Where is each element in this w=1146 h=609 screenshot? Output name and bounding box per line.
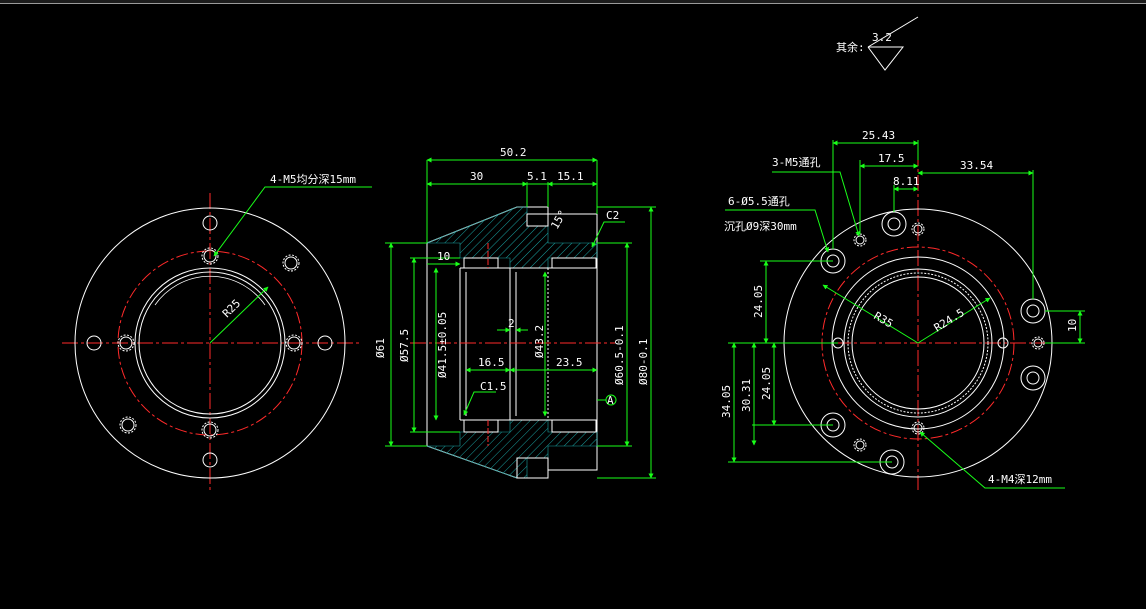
dim-30: 30 <box>470 170 483 183</box>
dia-605: Ø60.5-0.1 <box>613 325 626 385</box>
dim-v-2405b: 24.05 <box>760 367 773 400</box>
datum-circle <box>605 394 617 406</box>
left-radius-line <box>209 286 269 344</box>
left-inner-circle-1 <box>134 267 286 419</box>
note-m5-through: 3-M5通孔 <box>772 156 821 169</box>
dim-v-2405a: 24.05 <box>752 285 765 318</box>
tap-hole-lower-left <box>463 419 499 433</box>
dim-2543: 25.43 <box>862 129 895 142</box>
cbore-2 <box>881 211 907 237</box>
tap-hole-upper-right <box>551 257 597 269</box>
right-bore-inner <box>851 276 985 410</box>
left-leader-m5 <box>213 186 372 257</box>
m5-hole-3 <box>997 337 1009 349</box>
note-m4: 4-M4深12mm <box>988 473 1052 486</box>
left-view: 4-M5均分深15mm R25 <box>62 173 372 490</box>
right-bore-thread <box>847 272 989 414</box>
m4-hole-top-inner <box>913 224 923 234</box>
surface-finish-value: 3.2 <box>872 31 892 44</box>
len-235: 23.5 <box>556 356 583 369</box>
leader-hole <box>725 209 830 253</box>
leader-m5-through <box>772 171 861 237</box>
finish-triangle <box>867 46 905 71</box>
dim-v-3031: 30.31 <box>740 379 753 412</box>
dia-415: Ø41.5±0.05 <box>436 312 449 378</box>
angle-label: 15° <box>548 208 569 232</box>
radius-r245-line <box>917 297 991 344</box>
m4-hole-right-inner <box>1033 338 1043 348</box>
note-cbore: 沉孔Ø9深30mm <box>724 220 797 233</box>
leader-m4 <box>919 431 1065 489</box>
left-thread-hole-sw-inner <box>121 418 135 432</box>
len-165: 16.5 <box>478 356 505 369</box>
left-thread-hole-right-inner <box>287 336 301 350</box>
m4-hole-right <box>1031 336 1045 350</box>
m4-hole-top <box>911 222 925 236</box>
left-thread-hole-sw <box>119 416 137 434</box>
dim-3354: 33.54 <box>960 159 993 172</box>
tap-hole-lower-right <box>551 419 597 433</box>
left-thread-hole-ne <box>282 254 300 272</box>
dim-151: 15.1 <box>557 170 584 183</box>
left-thread-hole-bottom <box>201 421 219 439</box>
finish-tick-long <box>867 16 919 48</box>
m5-hole-1 <box>853 233 867 247</box>
left-note-m5: 4-M5均分深15mm <box>270 173 356 186</box>
cbore-4-inner <box>1026 371 1040 385</box>
dim-175: 17.5 <box>878 152 905 165</box>
dim-811: 8.11 <box>893 175 920 188</box>
left-inner-arc <box>154 275 266 306</box>
left-thread-hole-left <box>117 334 135 352</box>
dim-10-left: 10 <box>437 250 450 263</box>
m5-hole-2 <box>853 438 867 452</box>
datum-a: A <box>607 394 614 407</box>
m4-hole-bottom-inner <box>913 423 923 433</box>
chamfer-c15: C1.5 <box>480 380 507 393</box>
dim-10-right: 10 <box>1066 319 1079 332</box>
surface-finish-label: 其余: <box>836 40 865 54</box>
chamfer-c2: C2 <box>606 209 619 222</box>
cbore-2-inner <box>887 217 901 231</box>
leader-c15 <box>463 391 496 416</box>
section-view: 50.2 30 5.1 15.1 C2 15° Ø61 Ø57.5 Ø41.5±… <box>374 146 656 479</box>
note-hole: 6-Ø5.5通孔 <box>728 195 790 208</box>
left-thread-hole-left-inner <box>119 336 133 350</box>
cbore-3 <box>1020 298 1046 324</box>
left-inner-circle-2 <box>138 271 282 415</box>
left-hole-right <box>317 335 333 351</box>
tap-hole-upper-left <box>463 257 499 269</box>
dim-51: 5.1 <box>527 170 547 183</box>
radius-r245: R24.5 <box>932 306 967 335</box>
surface-finish-symbol: 其余: 3.2 <box>836 16 919 71</box>
dim-502: 50.2 <box>500 146 527 159</box>
right-view: 25.43 17.5 33.54 8.11 3-M5通孔 6-Ø5.5通孔 沉孔… <box>720 129 1085 490</box>
dia-432: Ø43.2 <box>533 325 546 358</box>
left-hole-bottom <box>202 452 218 468</box>
m5-hole-1-inner <box>855 235 865 245</box>
left-radius-label: R25 <box>220 297 243 320</box>
radius-r35-line <box>822 284 919 344</box>
dim-v-3405: 34.05 <box>720 385 733 418</box>
dim-2: 2 <box>508 317 515 330</box>
flange-slot-bottom <box>516 457 549 479</box>
m5-hole-2-inner <box>855 440 865 450</box>
window-top-border <box>0 0 1146 4</box>
m4-hole-bottom <box>911 421 925 435</box>
cbore-3-inner <box>1026 304 1040 318</box>
left-outer-circle <box>74 207 346 479</box>
left-thread-hole-right <box>285 334 303 352</box>
dia-80: Ø80-0.1 <box>637 339 650 385</box>
left-thread-hole-ne-inner <box>284 256 298 270</box>
dia-61: Ø61 <box>374 338 387 358</box>
left-hole-top <box>202 215 218 231</box>
leader-c2 <box>591 221 625 248</box>
cbore-4 <box>1020 365 1046 391</box>
right-bore <box>843 268 993 418</box>
left-thread-hole-bottom-inner <box>203 423 217 437</box>
flange-slot-top <box>526 213 549 227</box>
dia-575: Ø57.5 <box>398 329 411 362</box>
left-hole-left <box>86 335 102 351</box>
